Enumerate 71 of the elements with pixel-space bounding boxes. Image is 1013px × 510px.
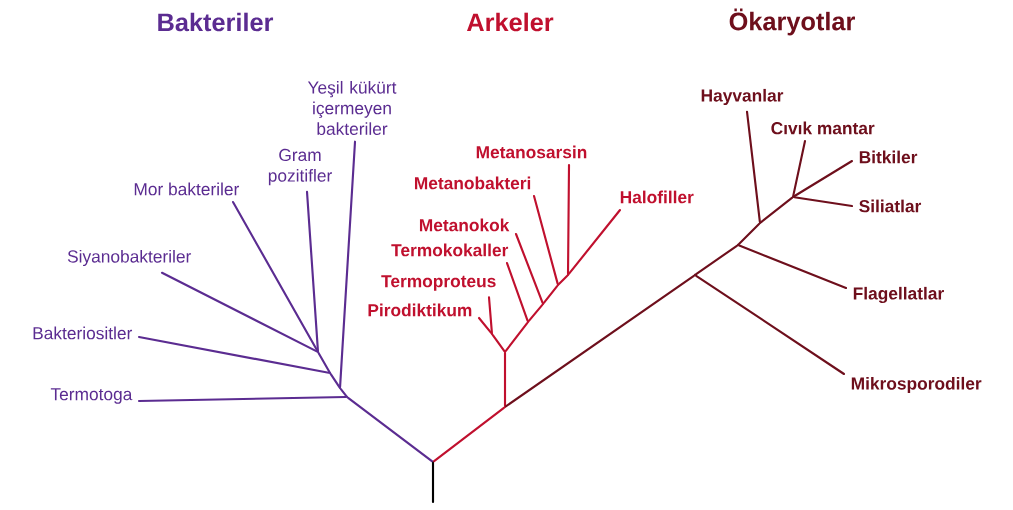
branch-point [758, 221, 762, 225]
branch-line [745, 110, 761, 223]
branch-point [316, 350, 320, 354]
branch-line [231, 200, 319, 352]
group-title: Arkeler [467, 12, 554, 32]
branch-line [329, 373, 341, 388]
branch-line [503, 352, 507, 407]
branch-point [736, 243, 740, 247]
branch-point [490, 332, 494, 336]
branch-point [556, 283, 560, 287]
branch-point [503, 405, 507, 409]
taxon-label: Pirodiktikum [368, 303, 472, 317]
branch-line [505, 261, 529, 322]
branch-point [338, 386, 342, 390]
branch-line [347, 396, 433, 463]
taxon-label: Termoproteus [381, 275, 496, 291]
branch-line [305, 190, 319, 352]
branch-line [433, 406, 505, 463]
branch-point [541, 302, 545, 306]
branch-line [477, 316, 493, 334]
taxon-label: Flagellatlar [853, 286, 944, 304]
taxon-label: Bitkiler [859, 150, 918, 164]
branch-line [339, 140, 357, 388]
branch-line [504, 322, 529, 352]
branch-line [695, 274, 846, 376]
branch-point [791, 195, 795, 199]
branch-point [345, 395, 349, 399]
taxon-label: Mikrosporodiler [851, 376, 982, 394]
branch-line [491, 334, 506, 352]
taxon-label: Siliatlar [859, 199, 922, 213]
branch-line [760, 196, 793, 224]
branch-line [793, 159, 854, 198]
taxon-label: Hayvanlar [701, 88, 784, 106]
taxon-label: Halofiller [620, 190, 694, 204]
branch-point [693, 273, 697, 277]
branch-line [738, 244, 848, 290]
taxon-label: Gram pozitifler [268, 148, 332, 186]
branch-line [514, 232, 544, 304]
taxon-label: Cıvık mantar [771, 121, 875, 135]
branch-line [567, 208, 622, 275]
group-title: Bakteriler [158, 12, 274, 32]
branch-line [137, 395, 347, 403]
branch-line [566, 163, 571, 275]
taxon-label: Yeşil kükürt içermeyen bakteriler [307, 80, 397, 135]
branch-point [566, 273, 570, 277]
branch-line [505, 274, 695, 408]
taxon-label: Metanobakteri [415, 176, 531, 190]
taxon-label: Mor bakteriler [134, 182, 239, 196]
branch-point [328, 371, 332, 375]
branch-line [695, 244, 738, 276]
group-title: Ökaryotlar [729, 8, 855, 36]
branch-line [793, 196, 854, 208]
branch-line [527, 304, 544, 322]
taxon-label: Bakteriositler [33, 326, 133, 340]
taxon-label: Termokokaller [391, 243, 509, 257]
branch-line [737, 222, 761, 246]
branch-line [792, 139, 807, 197]
branch-line [542, 285, 559, 304]
branch-line [137, 335, 330, 374]
branch-point [526, 320, 530, 324]
root-line [431, 462, 435, 504]
branch-line [487, 296, 493, 334]
taxon-label: Siyanobakteriler [67, 249, 192, 267]
branch-line [160, 271, 318, 353]
branch-line [339, 388, 348, 397]
branch-line [317, 352, 331, 373]
branch-line [557, 274, 569, 286]
taxon-label: Metanosarsin [476, 145, 587, 159]
taxon-label: Termotoga [50, 388, 133, 404]
branch-line [532, 194, 559, 285]
taxon-label: Metanokok [419, 218, 510, 232]
